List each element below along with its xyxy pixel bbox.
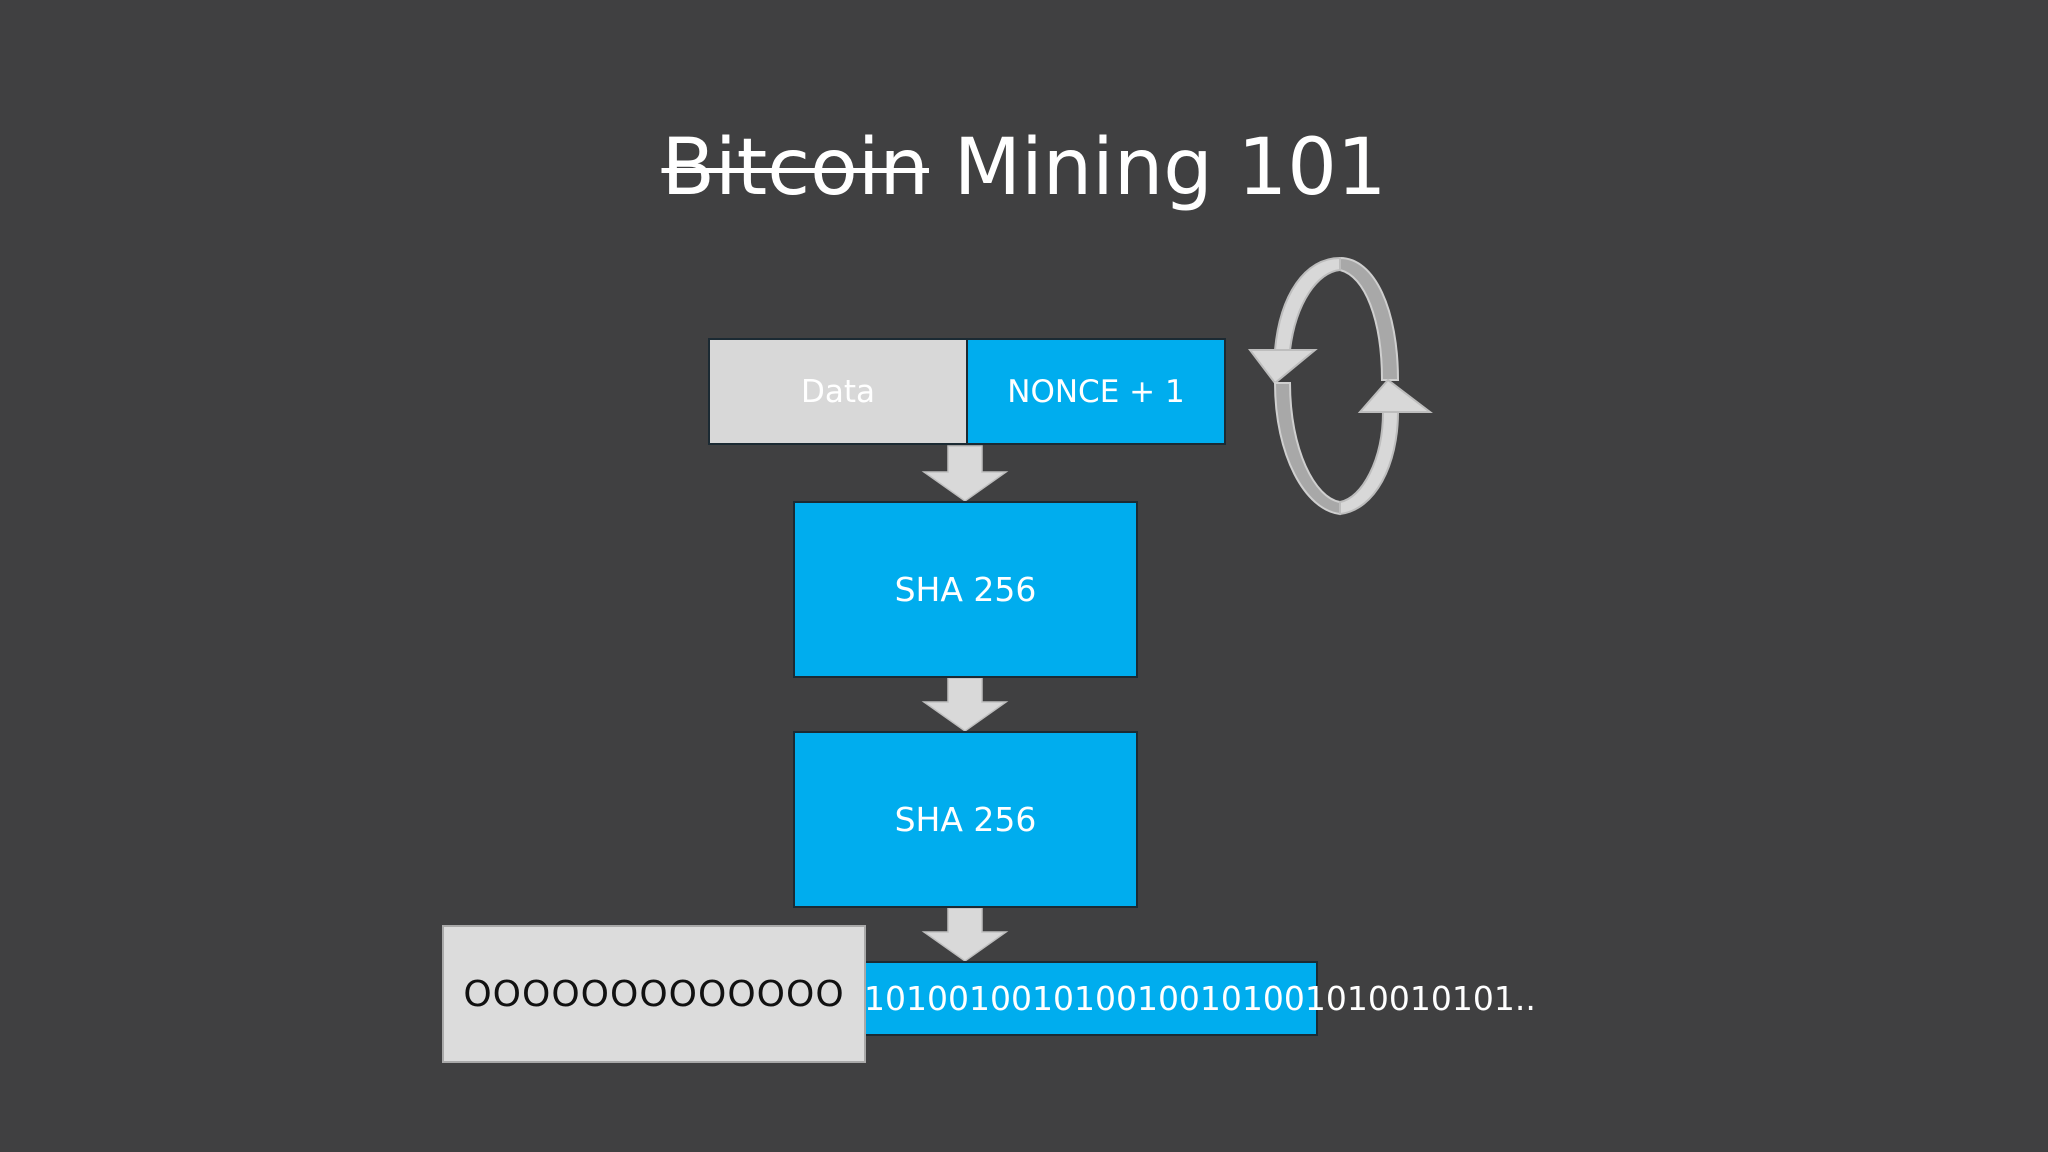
- target-value: OOOOOOOOOOOOO: [463, 973, 845, 1015]
- nonce-box: NONCE + 1: [966, 338, 1226, 445]
- sha256-box-1: SHA 256: [793, 501, 1138, 678]
- hash-output-value: 1010010010100100101001010010101..: [864, 979, 1536, 1018]
- nonce-label: NONCE + 1: [1007, 373, 1185, 410]
- slide-title: Bitcoin Mining 101: [0, 118, 2048, 218]
- title-rest: Mining 101: [953, 123, 1387, 213]
- target-box: OOOOOOOOOOOOO: [442, 925, 866, 1063]
- hash-output-box: 1010010010100100101001010010101..: [850, 961, 1536, 1036]
- sha256-label-1: SHA 256: [894, 570, 1037, 609]
- title-struck-word: Bitcoin: [661, 123, 929, 213]
- data-label: Data: [800, 373, 876, 410]
- down-arrow-icon: [921, 907, 1009, 962]
- down-arrow-icon: [921, 677, 1009, 732]
- sha256-box-2: SHA 256: [793, 731, 1138, 908]
- data-box: Data: [708, 338, 968, 445]
- cycle-arrows-icon: [1247, 256, 1433, 516]
- down-arrow-icon: [921, 445, 1009, 502]
- sha256-label-2: SHA 256: [894, 800, 1037, 839]
